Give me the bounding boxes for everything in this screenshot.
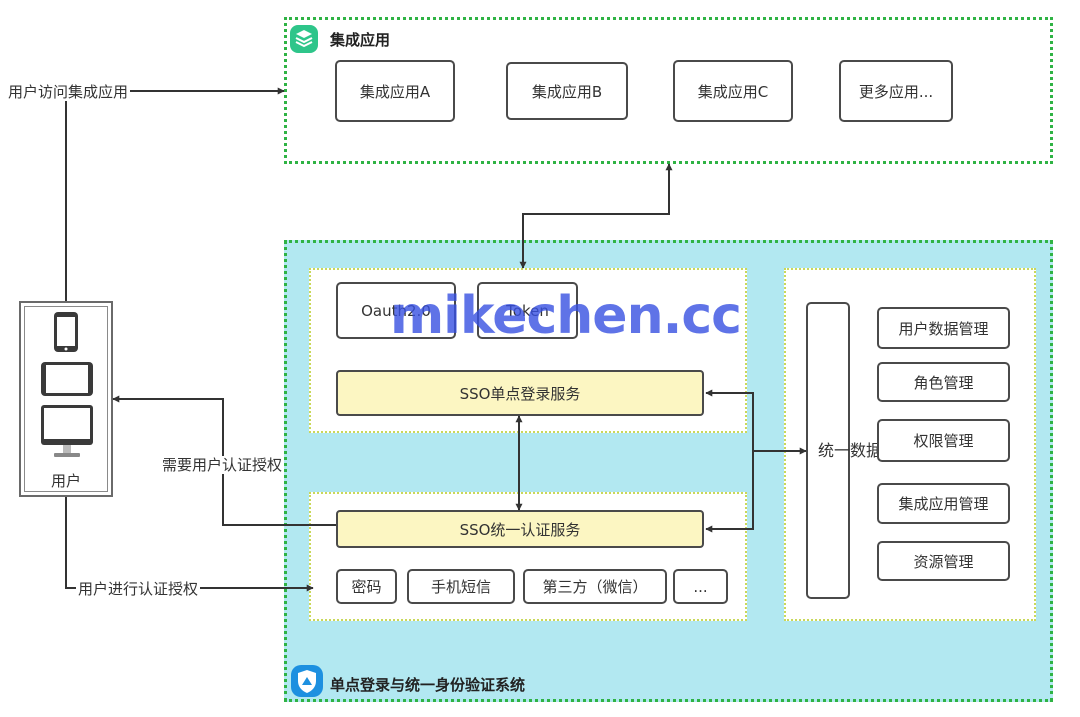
access-apps-label: 用户访问集成应用 bbox=[6, 83, 131, 101]
login-data-line bbox=[705, 389, 754, 533]
app-a-box: 集成应用A bbox=[335, 60, 455, 122]
auth-method-wechat: 第三方（微信） bbox=[523, 569, 667, 604]
watermark-text: mikechen.cc bbox=[390, 286, 742, 346]
sso-system-title: 单点登录与统一身份验证系统 bbox=[330, 676, 526, 694]
layers-icon bbox=[289, 24, 319, 54]
desktop-monitor-icon bbox=[40, 404, 94, 462]
more-apps-box: 更多应用... bbox=[839, 60, 953, 122]
app-c-box: 集成应用C bbox=[673, 60, 793, 122]
resource-management-box: 资源管理 bbox=[877, 541, 1010, 581]
phone-icon bbox=[53, 311, 79, 353]
login-to-apps-line bbox=[519, 163, 673, 269]
auth-method-more: ... bbox=[673, 569, 728, 604]
sso-login-service: SSO单点登录服务 bbox=[336, 370, 704, 416]
app-b-box: 集成应用B bbox=[506, 62, 628, 120]
user-label: 用户 bbox=[50, 472, 81, 490]
tablet-icon bbox=[40, 361, 94, 397]
do-auth-line bbox=[65, 497, 314, 592]
access-apps-line bbox=[65, 87, 285, 301]
integrated-apps-title: 集成应用 bbox=[330, 31, 391, 49]
role-management-box: 角色管理 bbox=[877, 362, 1010, 402]
user-data-management-box: 用户数据管理 bbox=[877, 307, 1010, 349]
oauth-box: Oauth2.0 bbox=[336, 282, 456, 339]
app-management-box: 集成应用管理 bbox=[877, 483, 1010, 524]
sso-auth-service: SSO统一认证服务 bbox=[336, 510, 704, 548]
auth-method-password: 密码 bbox=[336, 569, 397, 604]
permission-management-box: 权限管理 bbox=[877, 419, 1010, 462]
shield-icon bbox=[290, 664, 324, 698]
do-auth-label: 用户进行认证授权 bbox=[76, 580, 201, 598]
need-auth-label: 需要用户认证授权 bbox=[160, 456, 285, 474]
token-box: Token bbox=[477, 282, 578, 339]
auth-method-sms: 手机短信 bbox=[407, 569, 515, 604]
user-device-group bbox=[19, 301, 113, 497]
